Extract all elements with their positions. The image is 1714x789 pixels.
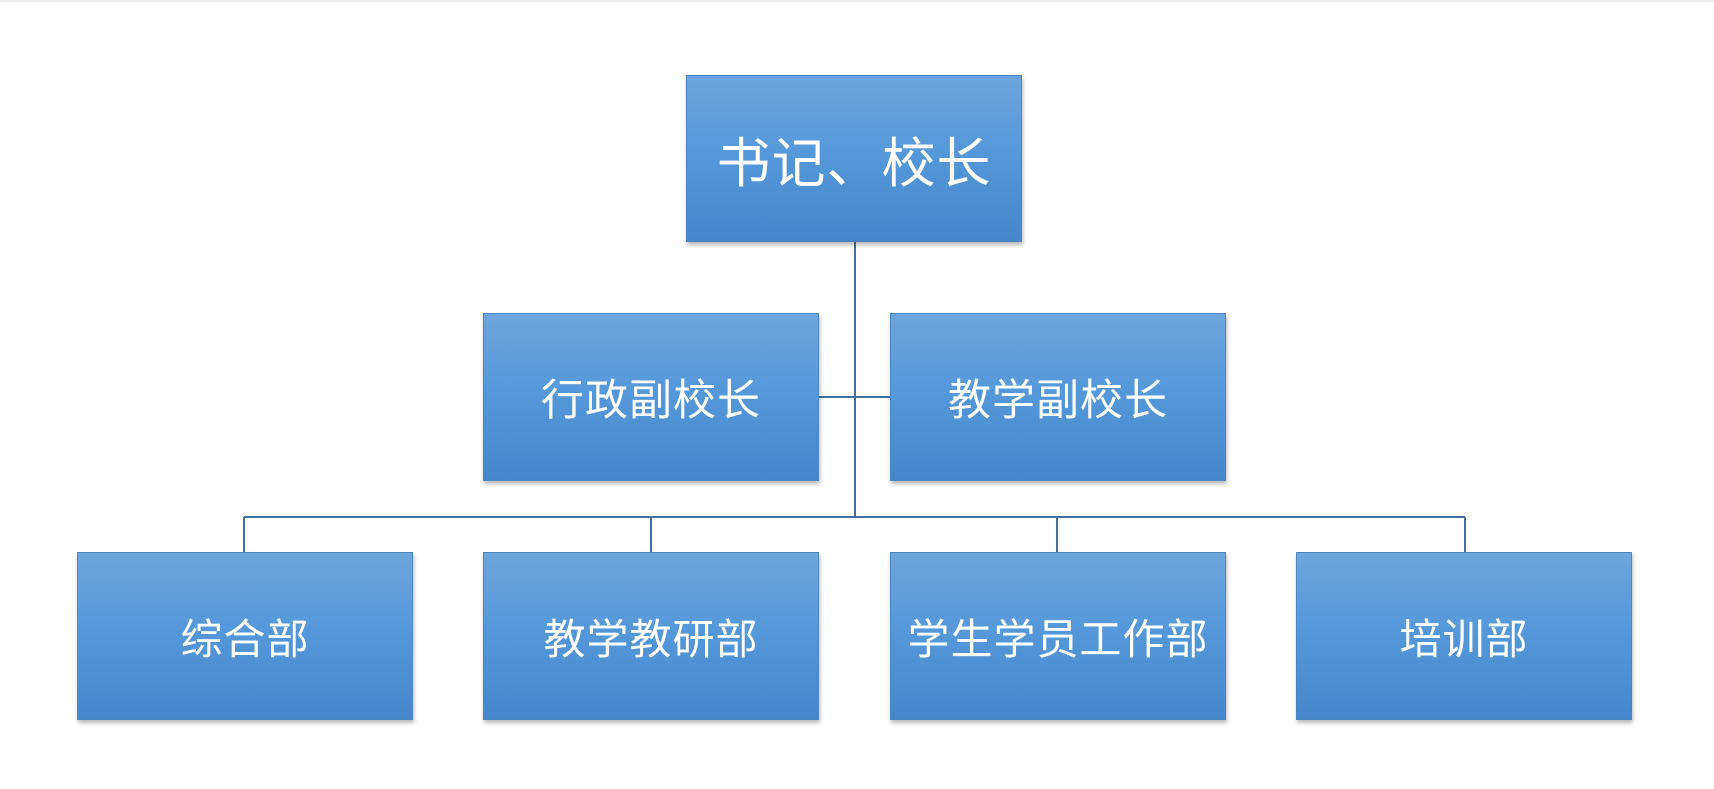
node-department-teaching-research-label: 教学教研部 (543, 614, 759, 664)
node-assistant-teaching-label: 教学副校长 (948, 376, 1168, 426)
top-divider (0, 0, 1714, 2)
node-department-general-label: 综合部 (180, 614, 310, 664)
node-department-general: 综合部 (77, 552, 413, 720)
node-root-label: 书记、校长 (716, 132, 992, 195)
node-assistant-teaching: 教学副校长 (890, 313, 1226, 481)
node-root: 书记、校长 (686, 75, 1022, 242)
node-department-teaching-research: 教学教研部 (483, 552, 819, 720)
node-department-student-affairs: 学生学员工作部 (890, 552, 1226, 720)
node-assistant-admin: 行政副校长 (483, 313, 819, 481)
node-assistant-admin-label: 行政副校长 (541, 376, 761, 426)
node-department-student-affairs-label: 学生学员工作部 (907, 614, 1209, 664)
node-department-training-label: 培训部 (1399, 614, 1529, 664)
node-department-training: 培训部 (1296, 552, 1632, 720)
